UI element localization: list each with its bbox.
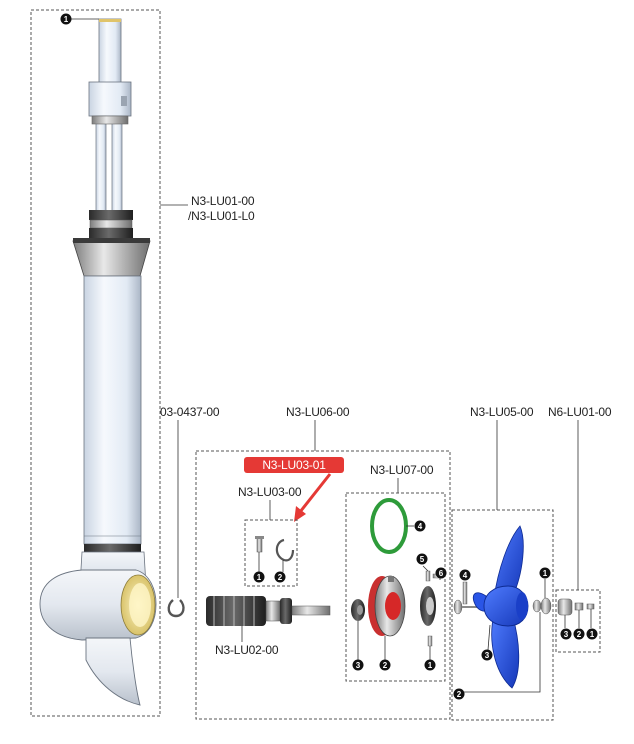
callout-marker <box>435 567 447 579</box>
callout-number: 4 <box>418 522 423 531</box>
motor-shaft-part <box>206 596 331 626</box>
propeller-part <box>472 525 529 689</box>
callout-marker <box>560 628 572 640</box>
highlight-arrow <box>298 473 332 513</box>
callout-number: 1 <box>428 661 433 670</box>
box-n3-lu03 <box>244 519 298 587</box>
small-circlip-part <box>275 538 295 562</box>
o-ring-part <box>370 498 408 554</box>
callout-number: 2 <box>278 573 283 582</box>
label-n3-lu06: N3-LU06-00 <box>286 405 350 419</box>
callout-number: 2 <box>577 630 582 639</box>
circlip-part <box>167 599 185 618</box>
drive-pin-part <box>462 581 468 605</box>
callout-number: 4 <box>463 571 468 580</box>
mast-assembly <box>39 18 157 706</box>
label-03-0437: 03-0437-00 <box>160 405 220 419</box>
callout-number: 2 <box>457 690 462 699</box>
label-n3-lu03-01: N3-LU03-01 <box>262 458 326 472</box>
callout-marker <box>453 688 465 700</box>
callout-marker <box>414 520 426 532</box>
callout-number: 1 <box>543 569 548 578</box>
hub-housing-part <box>368 575 406 637</box>
box-n3-lu01 <box>30 9 161 717</box>
callout-marker <box>60 13 72 25</box>
callout-marker <box>352 659 364 671</box>
callout-number: 3 <box>485 651 490 660</box>
label-n3-lu01-l0: /N3-LU01-L0 <box>188 209 255 223</box>
callout-number: 1 <box>257 573 262 582</box>
highlight-badge <box>244 457 344 473</box>
label-n3-lu02: N3-LU02-00 <box>215 643 279 657</box>
label-n3-lu07: N3-LU07-00 <box>370 463 434 477</box>
callout-marker <box>586 628 598 640</box>
callout-marker <box>573 628 585 640</box>
callout-marker <box>416 553 428 565</box>
callout-marker <box>379 659 391 671</box>
label-n3-lu05: N3-LU05-00 <box>470 405 534 419</box>
end-plate-part <box>420 586 436 626</box>
box-n3-lu07 <box>345 492 446 682</box>
prop-nut-part <box>532 597 552 615</box>
callout-marker <box>274 571 286 583</box>
callout-number: 1 <box>590 630 595 639</box>
callout-number: 2 <box>383 661 388 670</box>
box-n6-lu01 <box>555 589 601 653</box>
box-n3-lu06 <box>195 450 451 720</box>
callout-marker <box>539 567 551 579</box>
pin-part <box>255 536 264 553</box>
callout-number: 5 <box>420 555 425 564</box>
label-n6-lu01: N6-LU01-00 <box>548 405 612 419</box>
callout-number: 1 <box>64 15 69 24</box>
cap-parts <box>557 598 595 616</box>
callout-number: 3 <box>356 661 361 670</box>
label-n3-lu01: N3-LU01-00 <box>191 194 255 208</box>
washer-part <box>453 599 463 615</box>
label-n3-lu03: N3-LU03-00 <box>238 485 302 499</box>
callout-marker <box>459 569 471 581</box>
callout-marker <box>253 571 265 583</box>
callout-marker <box>424 659 436 671</box>
callout-marker <box>481 649 493 661</box>
box-n3-lu05 <box>451 509 554 721</box>
callout-number: 6 <box>439 569 444 578</box>
callout-number: 3 <box>564 630 569 639</box>
bushing-part <box>351 599 365 621</box>
